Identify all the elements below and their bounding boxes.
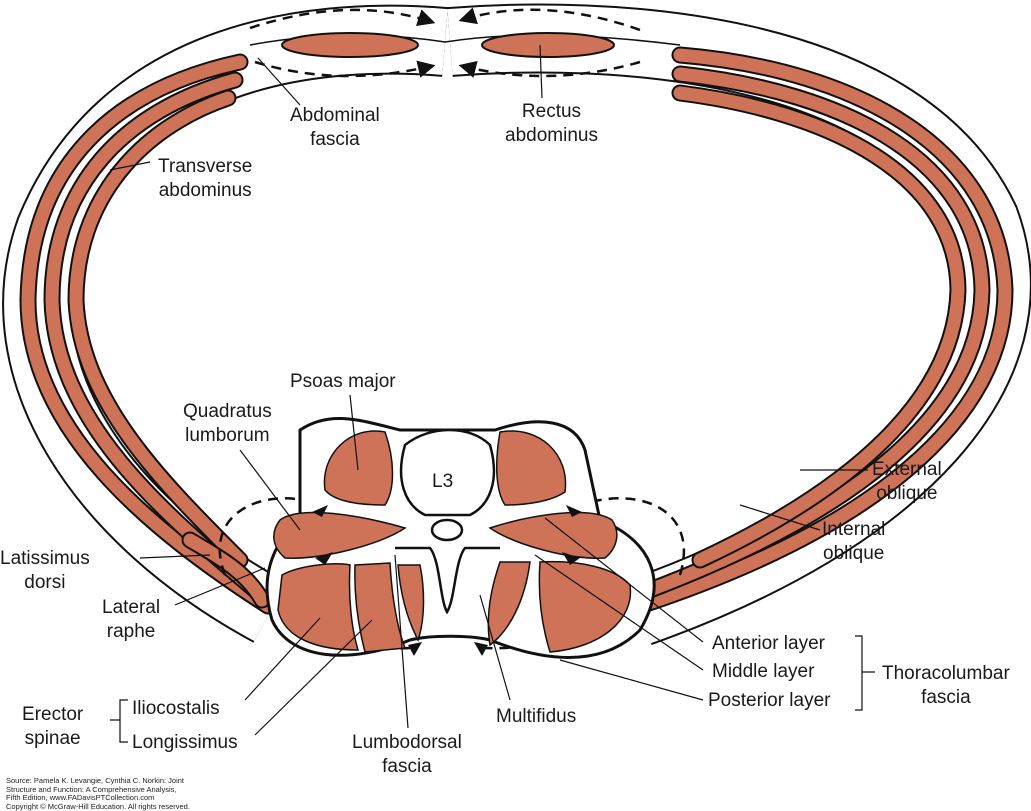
l3-vertebral-body (399, 428, 496, 517)
spinous-process (395, 546, 500, 615)
label-longissimus: Longissimus (132, 732, 238, 753)
label-thoracolumbar-fascia: Thoracolumbar fascia (882, 663, 1010, 708)
label-multifidus: Multifidus (496, 706, 577, 727)
label-middle-layer: Middle layer (712, 661, 815, 682)
quadratus-lumborum-left (273, 511, 407, 559)
label-l3: L3 (432, 471, 454, 492)
multifidus-right (487, 561, 531, 647)
label-latissimus-dorsi: Latissimus dorsi (0, 548, 90, 593)
label-psoas-major: Psoas major (290, 371, 396, 392)
label-anterior-layer: Anterior layer (712, 633, 825, 654)
longissimus-left (354, 562, 407, 653)
multifidus-left (397, 564, 425, 642)
label-lumbodorsal-fascia: Lumbodorsal fascia (352, 732, 462, 777)
label-lateral-raphe: Lateral raphe (102, 597, 161, 642)
erector-right (538, 560, 632, 653)
iliocostalis-left (277, 563, 360, 651)
spinal-canal (430, 518, 464, 542)
label-erector-spinae: Erector spinae (22, 704, 84, 749)
source-credit: Source: Pamela K. Levangie, Cynthia C. N… (6, 776, 190, 811)
lumbar-region (265, 417, 656, 659)
label-rectus-abdominus: Rectus abdominus (505, 101, 598, 146)
label-internal-oblique: Internal oblique (822, 519, 886, 564)
latissimus-dorsi-muscle (183, 533, 269, 607)
leader-lines (109, 44, 875, 743)
right-abdominal-muscles (631, 46, 1014, 615)
label-transverse-abdominus: Transverse abdominus (158, 156, 253, 201)
label-posterior-layer: Posterior layer (708, 690, 831, 711)
quadratus-lumborum-right (488, 511, 618, 559)
label-external-oblique: External oblique (872, 459, 942, 504)
psoas-major-right (495, 430, 567, 506)
left-abdominal-muscles (19, 53, 277, 615)
rectus-abdominus-muscles (249, 32, 681, 58)
psoas-major-left (323, 430, 394, 506)
label-quadratus-lumborum: Quadratus lumborum (183, 401, 272, 446)
label-iliocostalis: Iliocostalis (132, 698, 220, 719)
label-abdominal-fascia: Abdominal fascia (290, 105, 380, 150)
